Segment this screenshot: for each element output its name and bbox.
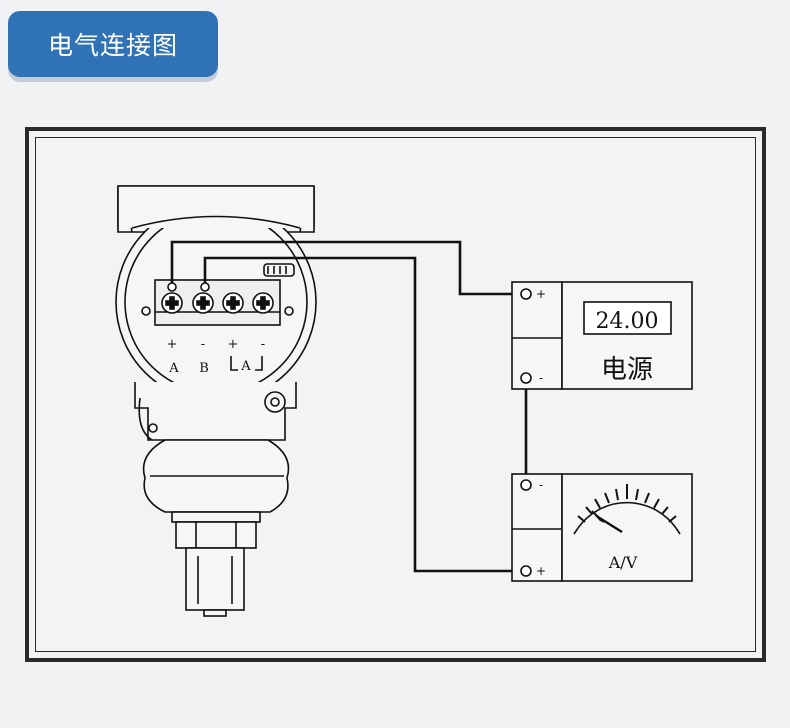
terminal-screw (252, 292, 274, 314)
meter-dial-arc (577, 501, 677, 529)
ammeter (511, 473, 693, 582)
wire-signal (203, 256, 526, 573)
meter-plus-sign: + (536, 564, 546, 578)
terminal-screw (192, 292, 214, 314)
terminal-group-label: A (240, 359, 251, 374)
power-supply-plus-sign: + (536, 287, 546, 301)
pressure-port (185, 547, 245, 611)
wire-positive (170, 240, 526, 296)
terminal-2-label: B (199, 361, 209, 376)
page-title-tag: 电气连接图 (8, 11, 218, 77)
power-supply-positive-terminal (520, 288, 532, 300)
meter-terminal-strip (511, 473, 563, 582)
wires (170, 240, 528, 573)
terminal-3-polarity: + (228, 337, 239, 352)
power-supply-display-value: 24.00 (596, 309, 659, 334)
power-supply-minus-sign: - (539, 371, 543, 385)
terminal-group-bracket (230, 356, 263, 371)
terminal-screw (222, 292, 244, 314)
diagram-inner-border (35, 137, 756, 652)
power-supply-display (583, 301, 672, 335)
power-supply-box (561, 281, 693, 390)
meter-label: A/V (608, 553, 638, 572)
meter-negative-terminal (520, 479, 532, 491)
power-supply (511, 281, 693, 390)
terminal-labels: + - + - A B A (167, 337, 266, 376)
power-supply-negative-terminal (520, 372, 532, 384)
wire-lugs (167, 282, 210, 292)
meter-dial-ticks (577, 484, 677, 523)
terminal-screws (161, 292, 274, 314)
terminal-1-polarity: + (167, 337, 178, 352)
meter-positive-terminal (520, 565, 532, 577)
terminal-4-polarity: - (261, 337, 265, 352)
terminal-2-polarity: - (201, 337, 205, 352)
terminal-1-label: A (168, 361, 179, 376)
power-supply-label: 电源 (601, 355, 653, 385)
hex-fitting (175, 521, 257, 549)
pressure-transmitter (115, 185, 317, 617)
meter-minus-sign: - (539, 478, 543, 492)
terminal-screw (161, 292, 183, 314)
page-title: 电气连接图 (47, 31, 178, 60)
